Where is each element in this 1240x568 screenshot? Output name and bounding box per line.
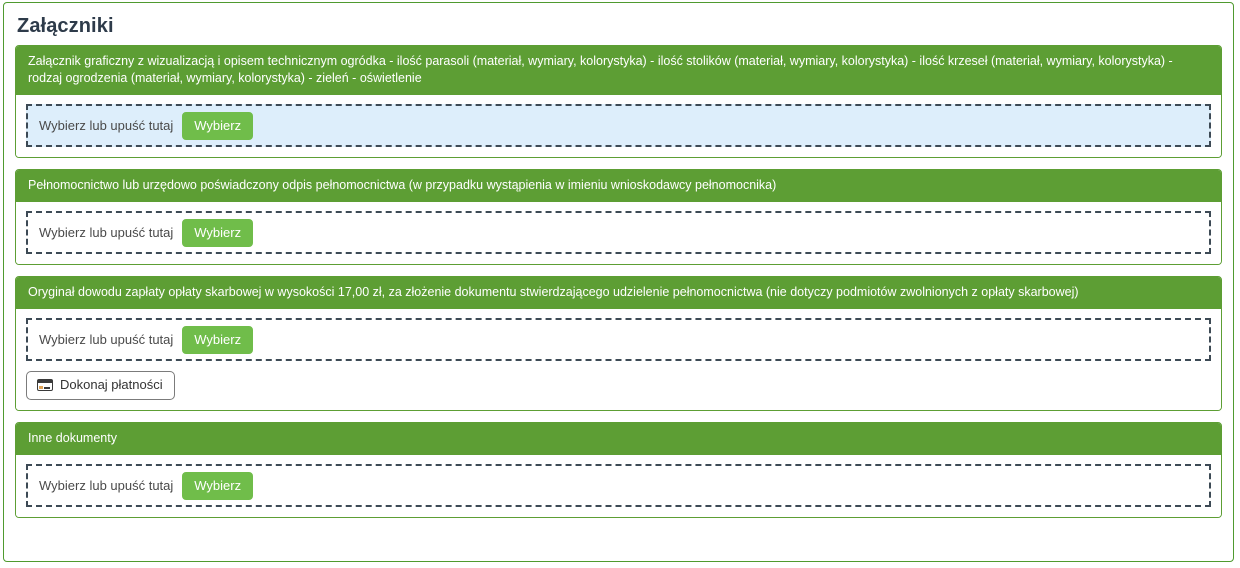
attachment-section: Oryginał dowodu zapłaty opłaty skarbowej…: [15, 276, 1222, 411]
page-title: Załączniki: [17, 15, 114, 37]
attachments-card: Załączniki Załącznik graficzny z wizuali…: [3, 2, 1234, 562]
choose-file-button[interactable]: Wybierz: [182, 325, 254, 354]
choose-file-button[interactable]: Wybierz: [182, 218, 254, 247]
make-payment-button[interactable]: Dokonaj płatności: [26, 371, 175, 400]
file-dropzone-label: Wybierz lub upuść tutaj: [39, 118, 174, 133]
file-dropzone-label: Wybierz lub upuść tutaj: [39, 478, 174, 493]
attachment-section-header: Załącznik graficzny z wizualizacją i opi…: [16, 46, 1221, 95]
file-dropzone-label: Wybierz lub upuść tutaj: [39, 332, 174, 347]
attachment-section: Pełnomocnictwo lub urzędowo poświadczony…: [15, 169, 1222, 265]
attachment-section: Załącznik graficzny z wizualizacją i opi…: [15, 45, 1222, 158]
attachment-sections-list: Załącznik graficzny z wizualizacją i opi…: [4, 39, 1233, 518]
payment-row: Dokonaj płatności: [26, 361, 1211, 400]
attachment-section: Inne dokumenty Wybierz lub upuść tutaj W…: [15, 422, 1222, 518]
file-dropzone-label: Wybierz lub upuść tutaj: [39, 225, 174, 240]
attachment-section-body: Wybierz lub upuść tutaj Wybierz: [16, 202, 1221, 264]
credit-card-icon: [37, 379, 53, 391]
attachment-section-header: Pełnomocnictwo lub urzędowo poświadczony…: [16, 170, 1221, 202]
attachment-section-header: Oryginał dowodu zapłaty opłaty skarbowej…: [16, 277, 1221, 309]
choose-file-button[interactable]: Wybierz: [182, 471, 254, 500]
file-dropzone[interactable]: Wybierz lub upuść tutaj Wybierz: [26, 318, 1211, 361]
attachment-section-body: Wybierz lub upuść tutaj Wybierz Dokonaj …: [16, 309, 1221, 410]
attachment-section-body: Wybierz lub upuść tutaj Wybierz: [16, 95, 1221, 157]
make-payment-button-label: Dokonaj płatności: [60, 377, 163, 392]
file-dropzone[interactable]: Wybierz lub upuść tutaj Wybierz: [26, 211, 1211, 254]
file-dropzone[interactable]: Wybierz lub upuść tutaj Wybierz: [26, 104, 1211, 147]
attachment-section-body: Wybierz lub upuść tutaj Wybierz: [16, 455, 1221, 517]
attachment-section-header: Inne dokumenty: [16, 423, 1221, 455]
file-dropzone[interactable]: Wybierz lub upuść tutaj Wybierz: [26, 464, 1211, 507]
choose-file-button[interactable]: Wybierz: [182, 111, 254, 140]
